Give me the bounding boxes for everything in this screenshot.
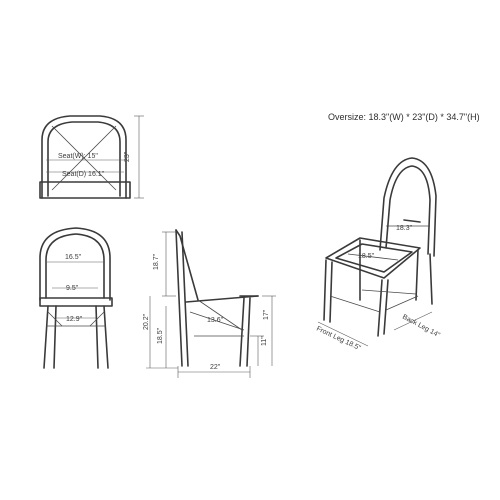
perspective-front-leg [323, 259, 327, 321]
side-view-back-top [175, 229, 199, 301]
side-view-brace [197, 299, 243, 331]
top-view-seat-front [39, 181, 131, 199]
front-view-brace [89, 311, 105, 327]
front-lower-width-label: 12.9" [66, 316, 83, 323]
back-leg-label: Back Leg 14" [401, 314, 441, 340]
side-view-back-post-inner [181, 231, 189, 367]
seat-height-label: 18.5" [157, 327, 164, 344]
front-leg-dim-line [317, 321, 369, 347]
perspective-back-hoop [379, 157, 437, 257]
side-view-seat-rail [185, 295, 259, 303]
perspective-seat-inner [335, 243, 413, 273]
perspective-inner-hoop [385, 165, 431, 255]
total-leg-height-label: 20.2" [143, 313, 150, 330]
front-view-back-hoop [39, 227, 111, 301]
side-seat-depth-label: 13.6" [207, 317, 224, 324]
top-view-inner-hoop [47, 121, 121, 197]
front-leg-label: Front Leg 18.5" [315, 325, 362, 352]
seat-width-label: Seat(W): 15" [58, 153, 98, 160]
side-view-brace [189, 311, 245, 331]
front-view-leg [43, 305, 49, 369]
perspective-front-leg [377, 279, 383, 337]
upper-height-label: 18.7" [153, 253, 160, 270]
depth-label: 23" [124, 151, 131, 162]
perspective-back-leg [415, 249, 419, 301]
side-view-front-leg [246, 297, 251, 367]
front-view-leg [103, 305, 109, 369]
perspective-back-leg [429, 253, 433, 305]
base-depth-label: 22" [210, 364, 221, 371]
front-view: 16.5" 9.5" 12.9" [39, 227, 113, 369]
perspective-stretcher [385, 295, 419, 311]
side-view-front-leg [239, 297, 245, 367]
perspective-back-rail [403, 219, 421, 223]
perspective-front-leg [329, 261, 333, 323]
side-view-back-post [175, 229, 183, 367]
perspective-view: 18.3" 18.5" Front Leg 18.5" Back Leg 14" [315, 157, 441, 352]
back-leg-dim-line [393, 311, 433, 331]
stretcher-height-label: 11" [261, 336, 268, 346]
perspective-seat [325, 237, 421, 279]
side-view: 13.6" 18.7" 20.2" 18.5" 17" 11" 22" [143, 229, 276, 378]
top-view: Seat(W): 15" Seat(D) 16.1" 23" [39, 115, 144, 199]
front-seat-width-label: 9.5" [66, 285, 79, 292]
front-view-leg [95, 305, 99, 369]
perspective-seat-width-label: 18.5" [358, 253, 375, 260]
perspective-stretcher [329, 295, 381, 313]
perspective-seat-width-line [347, 253, 399, 261]
perspective-front-leg [383, 279, 389, 335]
front-view-inner-hoop [45, 233, 105, 299]
front-view-leg [53, 305, 57, 369]
perspective-back-width-label: 18.3" [396, 225, 413, 232]
arm-height-label: 17" [263, 309, 270, 320]
top-view-back-hoop [41, 115, 127, 199]
front-back-width-label: 16.5" [65, 254, 82, 261]
oversize-dimensions: Oversize: 18.3"(W) * 23"(D) * 34.7"(H) [328, 112, 480, 122]
front-view-seat [39, 297, 113, 307]
front-view-brace [47, 311, 63, 327]
seat-depth-label: Seat(D) 16.1" [62, 171, 105, 178]
top-view-cross-brace [51, 125, 117, 191]
perspective-stretcher [361, 289, 417, 295]
